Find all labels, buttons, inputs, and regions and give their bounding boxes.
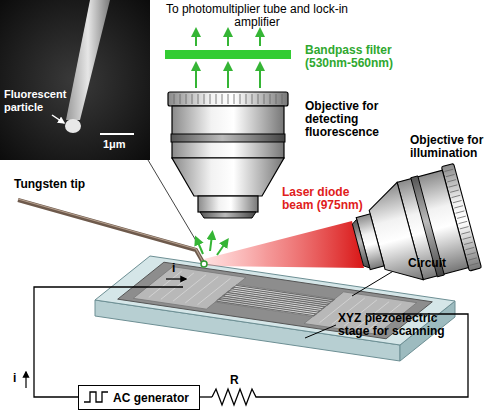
leader-line: [305, 325, 336, 338]
node-text: AC generator: [113, 391, 189, 405]
fluorescent-particle: [201, 261, 207, 267]
wire: [34, 287, 183, 397]
wire: [200, 396, 212, 397]
illumination-objective: [344, 163, 481, 297]
current-arrow: [166, 278, 186, 279]
detection-objective: [168, 92, 288, 218]
sem-inset: [0, 0, 150, 160]
resistor-symbol: [212, 389, 262, 405]
stage-label: XYZ piezoelectric stage for scanning: [338, 312, 468, 338]
resistor-label: R: [230, 374, 244, 387]
fluorescence-arrow: [196, 32, 260, 255]
bandpass-filter: [165, 50, 291, 59]
beam-label: Laser diode beam (975nm): [282, 186, 374, 212]
scale-label: 1μm: [103, 138, 143, 151]
particle-label: Fluorescent particle: [4, 88, 76, 114]
current-label: i: [172, 262, 182, 275]
output-label: To photomultiplier tube and lock-in ampl…: [142, 3, 372, 29]
tip-label: Tungsten tip: [14, 178, 114, 191]
filter-label: Bandpass filter (530nm-560nm): [305, 44, 407, 70]
laser-beam: [204, 221, 364, 268]
sem-tip: [66, 0, 110, 120]
current-label: i: [13, 372, 23, 385]
square-wave-symbol: [84, 392, 108, 402]
scale-bar: [100, 133, 134, 135]
tungsten-tip: [18, 199, 203, 262]
pointer-arrow: [52, 115, 64, 123]
circuit-label: Circuit: [408, 257, 468, 270]
objective-label: Objective for illumination: [410, 134, 500, 160]
sem-image: [0, 0, 150, 160]
current-arrow: [25, 372, 26, 388]
objective-label: Objective for detecting fluorescence: [305, 100, 395, 139]
fluorescent-particle: [65, 119, 81, 133]
tungsten-tip: [18, 200, 204, 264]
generator-box: AC generator: [78, 385, 200, 410]
